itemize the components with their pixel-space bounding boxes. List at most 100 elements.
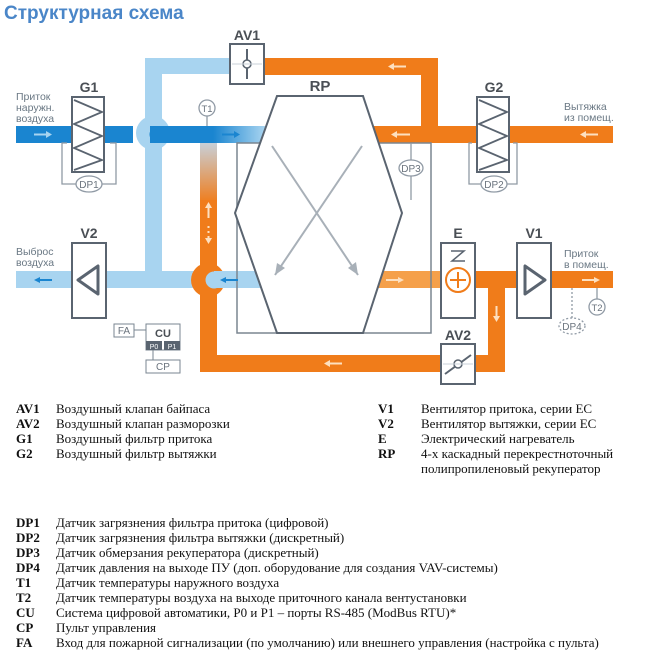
e-label: E	[453, 225, 462, 241]
duct-crossover-cap-blue	[149, 126, 167, 143]
e-heater	[440, 242, 476, 319]
arrow-down-dotted-icon	[205, 226, 212, 244]
legend-item: FA Вход для пожарной сигнализации (по умо…	[16, 635, 670, 650]
legend-bottom: DP1 Датчик загрязнения фильтра притока (ц…	[16, 515, 670, 650]
legend-item: DP2 Датчик загрязнения фильтра вытяжки (д…	[16, 530, 670, 545]
arrow-up-icon	[205, 202, 212, 218]
t1-label: T1	[201, 104, 212, 115]
arrow-down-icon	[493, 306, 500, 322]
av2-valve	[440, 343, 476, 385]
legend-description: Воздушный фильтр притока	[56, 431, 213, 446]
legend-code: V2	[378, 416, 394, 431]
legend-description: Датчик обмерзания рекуператора (дискретн…	[56, 545, 319, 560]
duct-crossover-cap	[205, 271, 223, 289]
av1-label: AV1	[234, 27, 260, 43]
v2-fan	[71, 242, 107, 319]
legend-code: G1	[16, 431, 33, 446]
g2-label: G2	[485, 79, 504, 95]
legend-code: G2	[16, 446, 33, 461]
legend-code: RP	[378, 446, 396, 461]
legend-description: Электрический нагреватель	[421, 431, 575, 446]
flow-label-supply-outdoor-1: Приток	[16, 91, 51, 103]
legend-code: DP1	[16, 515, 40, 530]
legend-code: E	[378, 431, 387, 446]
duct-discharge-inner	[214, 271, 266, 288]
dp4-sensor	[558, 288, 586, 335]
flow-label-supply-room-2: в помещ.	[564, 259, 609, 271]
arrow-left-icon	[220, 277, 238, 283]
legend-description: Датчик давления на выходе ПУ (доп. обору…	[56, 560, 498, 575]
cp-label: CP	[156, 362, 170, 373]
flow-label-exhaust-room-2: из помещ.	[564, 112, 614, 124]
legend-item: DP1 Датчик загрязнения фильтра притока (ц…	[16, 515, 670, 530]
v1-label: V1	[525, 225, 542, 241]
dp4-label: DP4	[562, 322, 582, 333]
arrow-right-icon	[222, 131, 240, 138]
dp2-label: DP2	[484, 180, 504, 191]
legend-code: T1	[16, 575, 32, 590]
legend-code: FA	[16, 635, 33, 650]
fa-label: FA	[118, 326, 131, 337]
page-title: Структурная схема	[4, 3, 184, 24]
legend-description: Система цифровой автоматики, P0 и P1 – п…	[56, 605, 457, 620]
arrow-left-icon	[324, 360, 342, 367]
arrow-right-icon	[34, 131, 52, 138]
legend-item: CU Система цифровой автоматики, P0 и P1 –…	[16, 605, 670, 620]
legend-item: V2 Вентилятор вытяжки, серии ЕС	[378, 416, 668, 431]
flow-label-supply-room-1: Приток	[564, 248, 599, 260]
cu-label: CU	[155, 328, 171, 340]
arrow-right-icon	[386, 277, 404, 283]
legend-description: Датчик загрязнения фильтра вытяжки (диск…	[56, 530, 345, 545]
legend-description: 4-х каскадный перекрестноточный полипроп…	[421, 446, 614, 476]
av2-label: AV2	[445, 327, 471, 343]
g2-filter	[468, 96, 518, 193]
legend-description: Пульт управления	[56, 620, 157, 635]
flow-arrows	[34, 63, 600, 367]
legend-item: E Электрический нагреватель	[378, 431, 668, 446]
legend-code: CU	[16, 605, 35, 620]
legend-code: CP	[16, 620, 34, 635]
p0-label: P0	[150, 344, 159, 351]
arrow-right-icon	[582, 277, 600, 283]
arrow-left-icon	[580, 131, 598, 138]
dp1-label: DP1	[79, 180, 99, 191]
v1-fan	[516, 242, 552, 319]
flow-label-supply-outdoor-3: воздуха	[16, 113, 54, 125]
flow-label-discharge-1: Выброс	[16, 246, 54, 258]
recuperator-rp	[233, 95, 432, 334]
legend-code: DP3	[16, 545, 40, 560]
legend-description: Датчик загрязнения фильтра притока (цифр…	[56, 515, 329, 530]
recuperator-flow-arrow-2	[274, 145, 363, 276]
v2-label: V2	[80, 225, 97, 241]
t2-sensor	[588, 288, 606, 316]
dp3-label: DP3	[401, 164, 421, 175]
legend-code: DP4	[16, 560, 40, 575]
p1-label: P1	[168, 344, 177, 351]
dp3-sensor	[398, 143, 424, 200]
t1-sensor	[198, 99, 216, 126]
g1-label: G1	[80, 79, 99, 95]
flow-label-exhaust-room-1: Вытяжка	[564, 101, 607, 113]
legend-description: Воздушный фильтр вытяжки	[56, 446, 217, 461]
arrow-left-icon	[391, 131, 410, 138]
legend-code: T2	[16, 590, 32, 605]
legend-item: G2 Воздушный фильтр вытяжки	[16, 446, 346, 461]
control-unit	[113, 323, 181, 374]
legend-description: Вход для пожарной сигнализации (по умолч…	[56, 635, 599, 650]
legend-code: V1	[378, 401, 394, 416]
flow-label-discharge-2: воздуха	[16, 257, 54, 269]
g1-filter	[61, 96, 117, 193]
t2-label: T2	[591, 303, 602, 314]
arrow-left-icon	[388, 63, 406, 70]
legend-description: Вентилятор вытяжки, серии ЕС	[421, 416, 597, 431]
legend-description: Воздушный клапан разморозки	[56, 416, 230, 431]
recuperator-flow-arrow-1	[271, 145, 359, 276]
legend-code: DP2	[16, 530, 40, 545]
legend-code: AV1	[16, 401, 40, 416]
